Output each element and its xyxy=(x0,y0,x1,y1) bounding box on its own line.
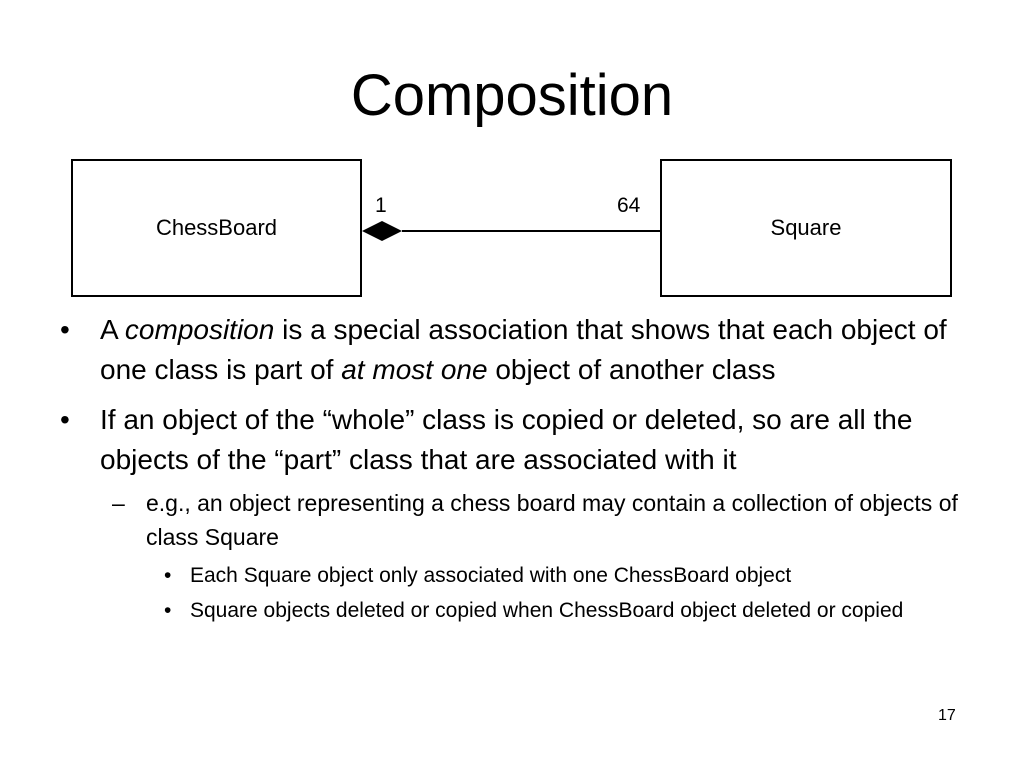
slide-title: Composition xyxy=(350,63,674,128)
bullet-marker: • xyxy=(60,314,70,345)
bullet-emphasis: at most one xyxy=(341,354,488,385)
sub-sub-bullet-marker: • xyxy=(164,564,172,587)
sub-bullet-text: e.g., an object representing a chess boa… xyxy=(146,490,958,550)
left-multiplicity: 1 xyxy=(375,194,387,217)
bullet-text: If an object of the “whole” class is cop… xyxy=(100,404,913,475)
bullet-item-composition: • A composition is a special association… xyxy=(60,310,960,390)
bullet-text-part: object of another class xyxy=(487,354,776,385)
sub-sub-bullet-item: • Square objects deleted or copied when … xyxy=(146,595,960,626)
right-multiplicity: 64 xyxy=(617,194,641,217)
sub-sub-bullet-marker: • xyxy=(164,599,172,622)
square-class-label: Square xyxy=(770,215,842,240)
chessboard-class-label: ChessBoard xyxy=(155,215,278,240)
chessboard-class-box: ChessBoard xyxy=(71,159,362,297)
page-number: 17 xyxy=(938,707,956,724)
sub-sub-bullet-text: Square objects deleted or copied when Ch… xyxy=(190,599,904,622)
bullet-emphasis: composition xyxy=(124,314,275,345)
bullet-item-copy-delete: • If an object of the “whole” class is c… xyxy=(60,400,960,480)
bullet-text-part: A xyxy=(100,314,125,345)
sub-bullet-marker: – xyxy=(112,490,125,516)
bullet-text-part: is a special association that shows that… xyxy=(100,314,947,385)
sub-sub-bullet-item: • Each Square object only associated wit… xyxy=(146,560,960,591)
bullet-marker: • xyxy=(60,404,70,435)
bullet-list: • A composition is a special association… xyxy=(60,310,960,630)
square-class-box: Square xyxy=(660,159,952,297)
sub-bullet-item-example: – e.g., an object representing a chess b… xyxy=(100,486,960,554)
composition-diamond-icon xyxy=(362,221,402,241)
sub-sub-bullet-text: Each Square object only associated with … xyxy=(190,564,792,587)
